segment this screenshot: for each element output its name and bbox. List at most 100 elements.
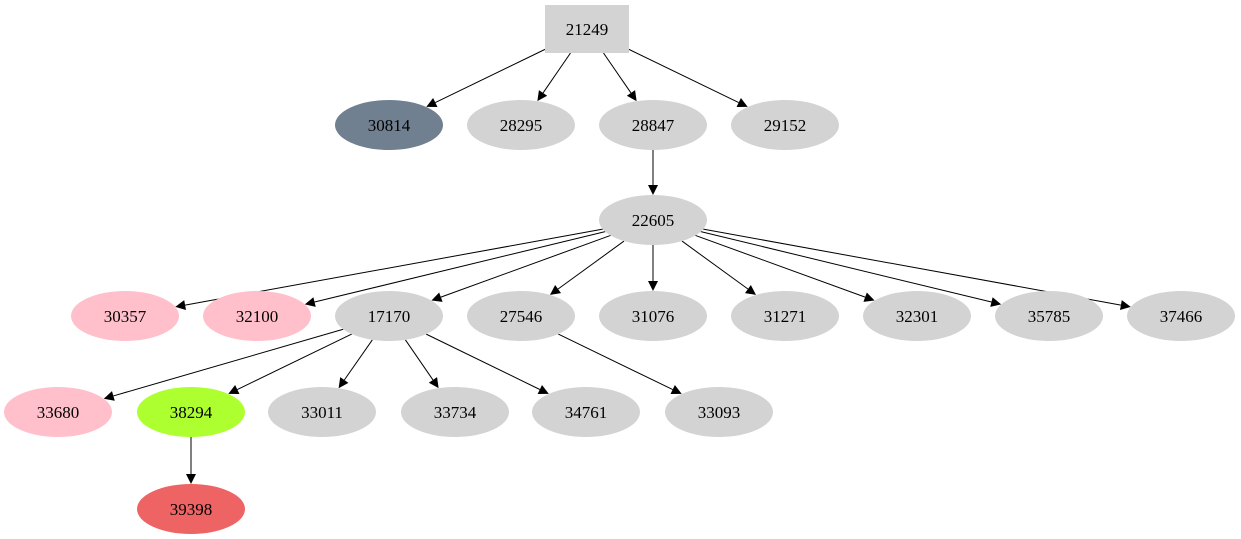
arrowhead-icon	[537, 90, 548, 102]
node-label: 33680	[37, 403, 80, 422]
edge-22605-17170	[431, 234, 611, 302]
node-shape	[71, 291, 179, 341]
node-33011[interactable]: 33011	[268, 387, 376, 437]
arrowhead-icon	[426, 98, 438, 108]
node-28295[interactable]: 28295	[467, 100, 575, 150]
node-39398[interactable]: 39398	[137, 484, 245, 534]
arrowhead-icon	[626, 90, 637, 102]
node-label: 32100	[236, 307, 279, 326]
node-shape	[863, 291, 971, 341]
arrowhead-icon	[863, 292, 875, 302]
arrowhead-icon	[228, 385, 240, 395]
node-shape	[545, 5, 629, 53]
nodes-layer: 21249 30814 28295 28847 29152 22605 30357 32100…	[4, 5, 1235, 534]
arrowhead-icon	[431, 292, 443, 302]
edge-22605-32100	[304, 231, 606, 307]
node-shape	[137, 484, 245, 534]
node-label: 28847	[632, 116, 675, 135]
node-label: 33093	[698, 403, 741, 422]
node-shape	[467, 100, 575, 150]
node-27546[interactable]: 27546	[467, 291, 575, 341]
node-34761[interactable]: 34761	[532, 387, 640, 437]
arrowhead-icon	[338, 377, 349, 389]
node-30814[interactable]: 30814	[335, 100, 443, 150]
node-31076[interactable]: 31076	[599, 291, 707, 341]
edge-22605-31271	[681, 240, 757, 295]
node-21249[interactable]: 21249	[545, 5, 629, 53]
arrowhead-icon	[186, 474, 196, 484]
node-33093[interactable]: 33093	[665, 387, 773, 437]
edge-line	[557, 240, 625, 290]
node-label: 29152	[764, 116, 807, 135]
node-label: 30814	[368, 116, 411, 135]
node-shape	[335, 291, 443, 341]
arrowhead-icon	[1120, 300, 1131, 310]
node-32100[interactable]: 32100	[203, 291, 311, 341]
node-label: 33734	[434, 403, 477, 422]
arrowhead-icon	[648, 185, 658, 195]
arrowhead-icon	[549, 284, 562, 295]
node-28847[interactable]: 28847	[599, 100, 707, 150]
edge-17170-33011	[338, 339, 373, 389]
edge-line	[681, 240, 749, 290]
arrowhead-icon	[670, 385, 682, 395]
node-label: 39398	[170, 500, 213, 519]
arrowhead-icon	[428, 377, 439, 389]
node-37466[interactable]: 37466	[1127, 291, 1235, 341]
edges-layer	[103, 48, 1131, 484]
edge-22605-32301	[695, 234, 875, 302]
node-shape	[599, 195, 707, 245]
node-label: 31271	[764, 307, 807, 326]
arrowhead-icon	[648, 281, 658, 291]
node-shape	[995, 291, 1103, 341]
node-29152[interactable]: 29152	[731, 100, 839, 150]
edge-line	[695, 234, 866, 298]
edge-21249-28847	[603, 52, 637, 102]
edge-17170-34761	[425, 333, 549, 394]
arrowhead-icon	[990, 297, 1002, 307]
node-label: 34761	[565, 403, 608, 422]
edge-21249-30814	[426, 48, 546, 108]
node-label: 28295	[500, 116, 543, 135]
node-30357[interactable]: 30357	[71, 291, 179, 341]
node-label: 32301	[896, 307, 939, 326]
node-shape	[599, 100, 707, 150]
node-shape	[665, 387, 773, 437]
arrowhead-icon	[175, 300, 186, 310]
node-label: 21249	[566, 20, 609, 39]
arrowhead-icon	[744, 284, 757, 295]
node-shape	[599, 291, 707, 341]
edge-17170-38294	[228, 333, 352, 395]
node-33734[interactable]: 33734	[401, 387, 509, 437]
edge-21249-29152	[628, 48, 748, 108]
node-31271[interactable]: 31271	[731, 291, 839, 341]
node-label: 31076	[632, 307, 675, 326]
node-shape	[731, 291, 839, 341]
node-17170[interactable]: 17170	[335, 291, 443, 341]
edge-27546-33093	[558, 333, 682, 395]
edge-22605-27546	[549, 240, 625, 295]
edge-line	[435, 48, 546, 104]
node-shape	[1127, 291, 1235, 341]
arrowhead-icon	[736, 98, 748, 108]
node-label: 27546	[500, 307, 543, 326]
arrowhead-icon	[304, 297, 316, 307]
node-shape	[203, 291, 311, 341]
node-32301[interactable]: 32301	[863, 291, 971, 341]
node-shape	[532, 387, 640, 437]
edge-line	[113, 328, 344, 397]
node-label: 33011	[301, 403, 343, 422]
node-shape	[4, 387, 112, 437]
node-shape	[268, 387, 376, 437]
node-33680[interactable]: 33680	[4, 387, 112, 437]
node-22605[interactable]: 22605	[599, 195, 707, 245]
node-38294[interactable]: 38294	[137, 387, 245, 437]
node-shape	[731, 100, 839, 150]
arrowhead-icon	[103, 391, 115, 401]
node-shape	[467, 291, 575, 341]
edge-22605-31076	[648, 245, 658, 291]
edge-line	[628, 48, 739, 104]
edge-28847-22605	[648, 150, 658, 195]
node-35785[interactable]: 35785	[995, 291, 1103, 341]
